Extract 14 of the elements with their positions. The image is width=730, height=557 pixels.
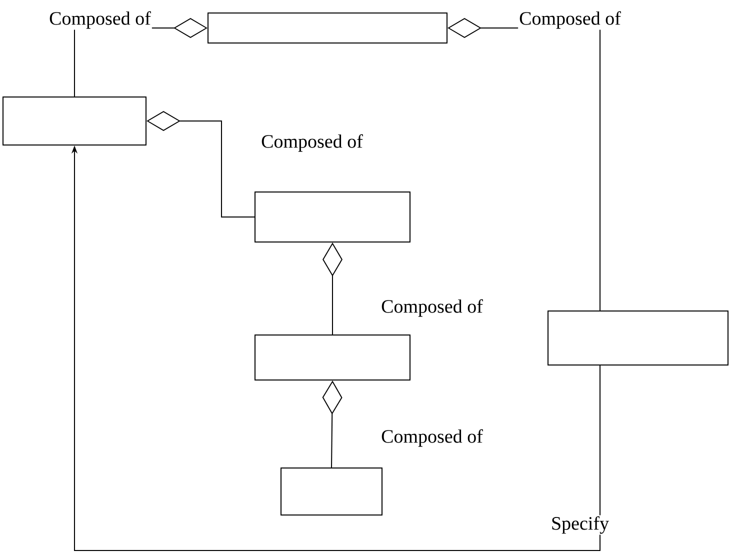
box — [2, 96, 146, 146]
aggregation-connector — [322, 242, 342, 335]
edge-label: Composed of — [48, 10, 152, 30]
edge-label: Composed of — [260, 133, 364, 153]
edge-label: Composed of — [518, 10, 622, 30]
aggregation-connector — [322, 380, 342, 468]
edge-label: Composed of — [380, 298, 484, 318]
box — [280, 468, 382, 516]
edge-label: Specify — [550, 515, 610, 535]
box — [208, 12, 448, 44]
box — [254, 192, 410, 242]
edge-label: Composed of — [380, 428, 484, 448]
box — [254, 334, 410, 380]
box — [548, 310, 728, 366]
